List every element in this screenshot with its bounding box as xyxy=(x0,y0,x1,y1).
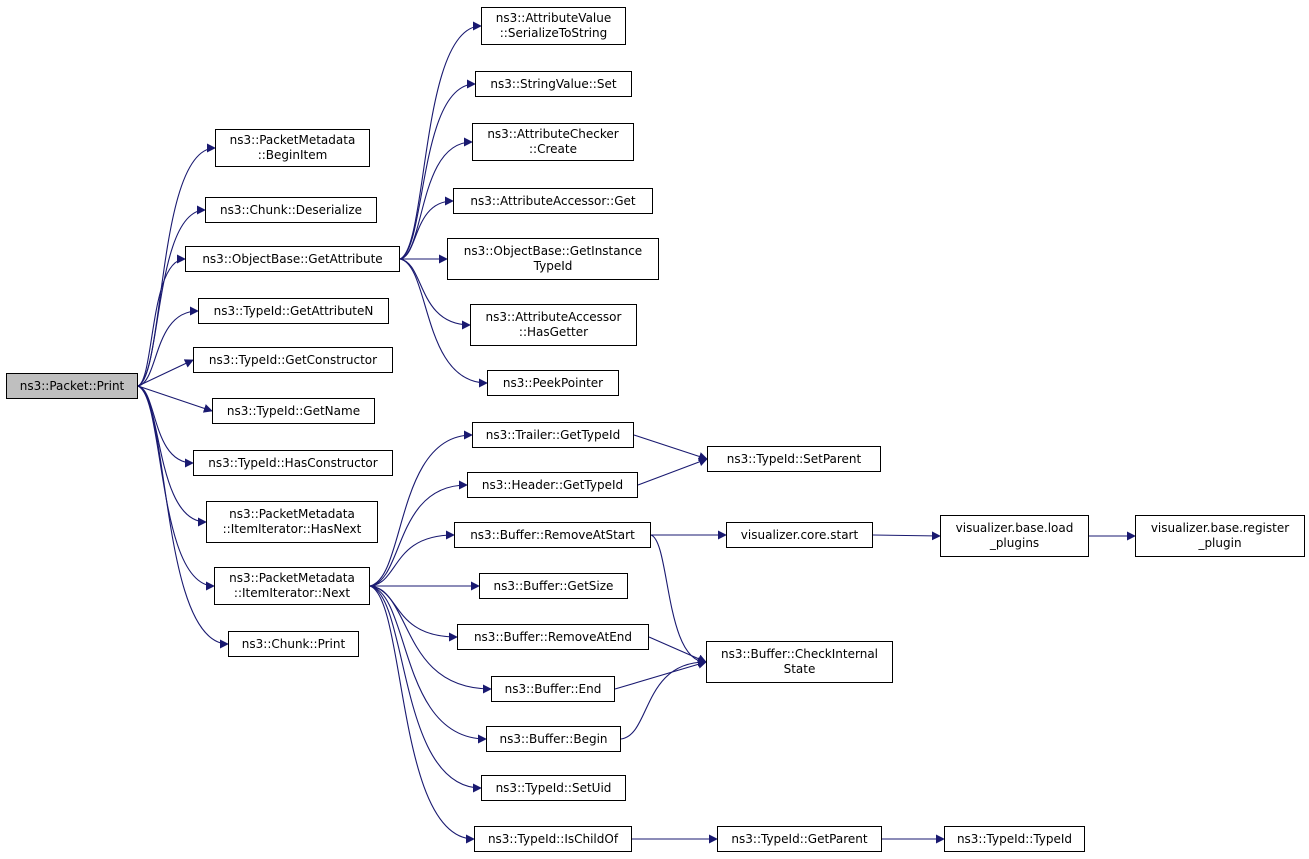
node-buffer-end[interactable]: ns3::Buffer::End xyxy=(491,676,615,702)
edge-item_iterator_next-to-is_child_of xyxy=(369,585,475,844)
node-buffer-begin[interactable]: ns3::Buffer::Begin xyxy=(486,726,621,752)
node-typeid-getparent[interactable]: ns3::TypeId::GetParent xyxy=(717,826,882,852)
node-typeid-typeid[interactable]: ns3::TypeId::TypeId xyxy=(944,826,1085,852)
node-trailer-gettypeid[interactable]: ns3::Trailer::GetTypeId xyxy=(472,422,634,448)
node-buffer-checkinternalstate[interactable]: ns3::Buffer::CheckInternal State xyxy=(706,641,893,683)
node-buffer-getsize[interactable]: ns3::Buffer::GetSize xyxy=(479,573,628,599)
edge-packet_print-to-chunk_print xyxy=(137,385,229,649)
node-attributeaccessor-hasgetter[interactable]: ns3::AttributeAccessor ::HasGetter xyxy=(470,304,637,346)
edge-item_iterator_next-to-header_get_typeid xyxy=(369,480,468,587)
node-visualizer-base-load-plugins[interactable]: visualizer.base.load _plugins xyxy=(940,515,1089,557)
node-attributevalue-serializetostring[interactable]: ns3::AttributeValue ::SerializeToString xyxy=(481,7,626,45)
edge-get_attribute-to-string_value_set xyxy=(399,79,476,260)
node-typeid-setparent[interactable]: ns3::TypeId::SetParent xyxy=(707,446,881,472)
edge-remove_at_end-to-check_internal_state xyxy=(648,636,707,663)
node-typeid-getconstructor[interactable]: ns3::TypeId::GetConstructor xyxy=(193,347,393,373)
edge-get_attribute-to-peek_pointer xyxy=(399,258,488,388)
node-typeid-setuid[interactable]: ns3::TypeId::SetUid xyxy=(481,775,626,801)
node-visualizer-base-register-plugin[interactable]: visualizer.base.register _plugin xyxy=(1135,515,1305,557)
node-typeid-getname[interactable]: ns3::TypeId::GetName xyxy=(212,398,375,424)
edge-header_get_typeid-to-set_parent xyxy=(637,457,708,486)
edge-item_iterator_next-to-remove_at_end xyxy=(369,585,458,642)
edge-packet_print-to-get_attribute_n xyxy=(137,306,199,387)
node-visualizer-core-start[interactable]: visualizer.core.start xyxy=(726,522,873,548)
node-itemiterator-next[interactable]: ns3::PacketMetadata ::ItemIterator::Next xyxy=(214,567,370,605)
edge-item_iterator_next-to-buffer_end xyxy=(369,585,492,694)
edge-get_attribute-to-serialize_to_string xyxy=(399,21,482,260)
edge-buffer_begin-to-check_internal_state xyxy=(620,657,707,740)
edge-trailer_get_typeid-to-set_parent xyxy=(633,434,708,461)
edge-get_attribute-to-attribute_accessor_get xyxy=(399,196,454,260)
node-typeid-getattributen[interactable]: ns3::TypeId::GetAttributeN xyxy=(198,298,389,324)
node-header-gettypeid[interactable]: ns3::Header::GetTypeId xyxy=(467,472,638,498)
node-itemiterator-hasnext[interactable]: ns3::PacketMetadata ::ItemIterator::HasN… xyxy=(206,501,378,543)
node-chunk-print[interactable]: ns3::Chunk::Print xyxy=(228,631,359,657)
edge-buffer_end-to-check_internal_state xyxy=(614,659,707,690)
edge-item_iterator_next-to-trailer_get_typeid xyxy=(369,430,473,587)
edge-core_start-to-load_plugins xyxy=(872,531,941,541)
edge-get_attribute-to-attribute_checker_create xyxy=(399,137,473,260)
node-objectbase-getattribute[interactable]: ns3::ObjectBase::GetAttribute xyxy=(185,246,400,272)
edge-packet_print-to-get_attribute xyxy=(137,254,186,387)
node-packetmetadata-beginitem[interactable]: ns3::PacketMetadata ::BeginItem xyxy=(215,129,370,167)
edge-item_iterator_next-to-set_uid xyxy=(369,585,482,793)
edge-packet_print-to-get_name xyxy=(137,385,213,413)
node-packet-print: ns3::Packet::Print xyxy=(6,373,138,399)
node-stringvalue-set[interactable]: ns3::StringValue::Set xyxy=(475,71,632,97)
node-attributechecker-create[interactable]: ns3::AttributeChecker ::Create xyxy=(472,123,634,161)
edge-remove_at_start-to-check_internal_state xyxy=(650,534,707,667)
node-typeid-ischildof[interactable]: ns3::TypeId::IsChildOf xyxy=(474,826,632,852)
edge-packet_print-to-chunk_deserialize xyxy=(137,205,206,387)
node-buffer-removeatend[interactable]: ns3::Buffer::RemoveAtEnd xyxy=(457,624,649,650)
node-typeid-hasconstructor[interactable]: ns3::TypeId::HasConstructor xyxy=(193,450,393,476)
node-chunk-deserialize[interactable]: ns3::Chunk::Deserialize xyxy=(205,197,377,223)
edge-item_iterator_next-to-buffer_begin xyxy=(369,585,487,744)
node-buffer-removeatstart[interactable]: ns3::Buffer::RemoveAtStart xyxy=(454,522,651,548)
edge-packet_print-to-get_constructor xyxy=(137,359,194,387)
node-objectbase-getinstancetypeid[interactable]: ns3::ObjectBase::GetInstance TypeId xyxy=(447,238,659,280)
edge-item_iterator_next-to-remove_at_start xyxy=(369,530,455,587)
node-attributeaccessor-get[interactable]: ns3::AttributeAccessor::Get xyxy=(453,188,653,214)
node-peekpointer[interactable]: ns3::PeekPointer xyxy=(487,370,619,396)
